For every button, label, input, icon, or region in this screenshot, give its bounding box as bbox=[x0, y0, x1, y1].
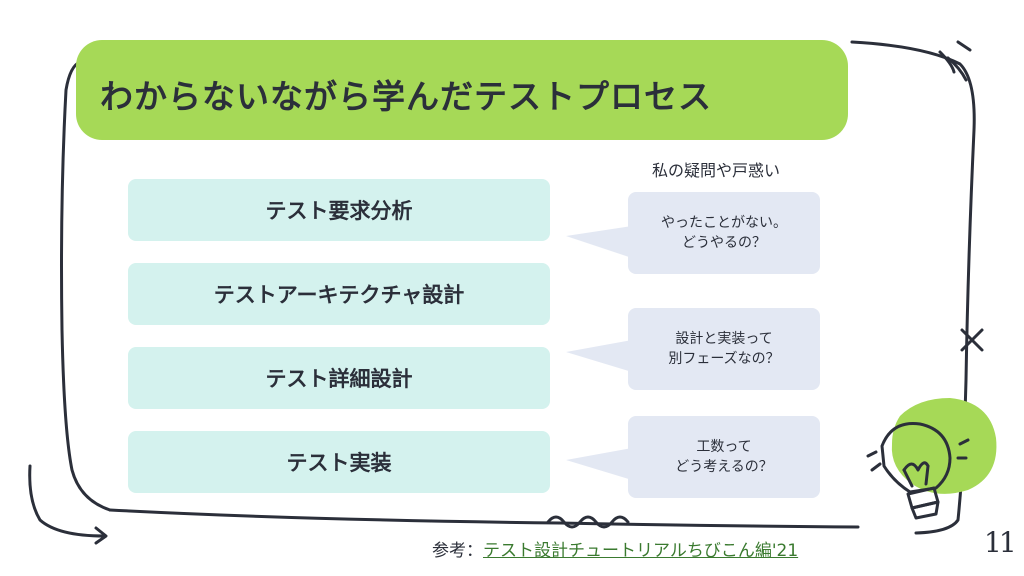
process-step-4: テスト実装 bbox=[128, 431, 550, 493]
bubble-line: やったことがない。 bbox=[661, 215, 787, 231]
lightbulb-icon bbox=[866, 421, 970, 520]
bubble-line: どうやるの？ bbox=[682, 235, 766, 251]
reference-note: 参考：テスト設計チュートリアルちびこん編'21 bbox=[432, 536, 798, 561]
bubble-line: どう考えるの？ bbox=[675, 459, 773, 475]
reference-prefix: 参考： bbox=[432, 541, 483, 561]
page-title: わからないながら学んだテストプロセス bbox=[100, 77, 712, 116]
process-step-2: テストアーキテクチャ設計 bbox=[128, 263, 550, 325]
reference-link[interactable]: テスト設計チュートリアルちびこん編'21 bbox=[483, 541, 799, 561]
process-step-3: テスト詳細設計 bbox=[128, 347, 550, 409]
speech-bubble-2: 設計と実装って 別フェーズなの？ bbox=[628, 308, 820, 390]
bubble-line: 設計と実装って bbox=[675, 331, 773, 347]
speech-bubble-3: 工数って どう考えるの？ bbox=[628, 416, 820, 498]
page-number: 11 bbox=[984, 526, 1017, 559]
speech-bubble-1: やったことがない。 どうやるの？ bbox=[628, 192, 820, 274]
process-step-1: テスト要求分析 bbox=[128, 179, 550, 241]
title-band bbox=[76, 40, 848, 140]
concerns-heading: 私の疑問や戸惑い bbox=[652, 161, 781, 180]
bubble-line: 別フェーズなの？ bbox=[668, 351, 780, 367]
bubble-line: 工数って bbox=[696, 439, 752, 455]
